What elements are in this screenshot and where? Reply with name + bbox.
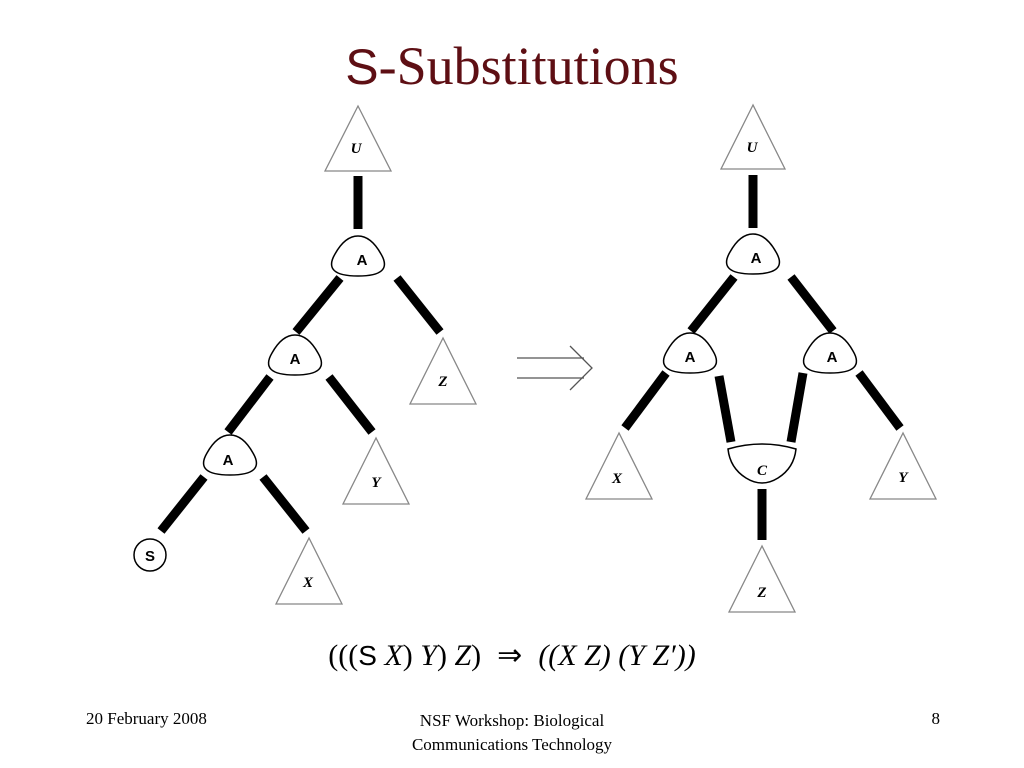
right-triangle-y-label: Y: [898, 470, 909, 486]
right-node-a3: [802, 332, 858, 374]
footer-venue-line1: NSF Workshop: Biological: [419, 711, 605, 730]
footer-venue-line2: Communications Technology: [411, 735, 613, 754]
left-edge-a3-s: [157, 474, 208, 534]
left-node-a1: [330, 235, 386, 277]
right-edge-a3-c: [786, 372, 808, 443]
right-node-a3-label: A: [827, 349, 838, 366]
right-triangle-y: [868, 431, 938, 500]
right-node-a2: [662, 332, 718, 374]
left-triangle-z: [408, 336, 478, 405]
slide-title: S-Substitutions: [0, 34, 1024, 99]
left-node-a1-label: A: [357, 252, 368, 269]
left-edge-a1-z: [393, 275, 444, 335]
formula-lhs-x: X: [376, 639, 403, 672]
left-triangle-x-label: X: [302, 575, 314, 591]
left-edge-a2-y: [325, 374, 376, 435]
left-edge-a1-a2: [292, 275, 344, 335]
right-node-c: [727, 443, 797, 484]
left-node-s: [133, 538, 167, 572]
left-triangle-z-label: Z: [437, 374, 447, 390]
right-triangle-u-label: U: [747, 140, 759, 156]
right-triangle-x: [584, 431, 654, 500]
right-edge-a2-x: [621, 370, 670, 431]
left-tree: U Z Y X A A A S: [133, 104, 478, 605]
footer-page-number: 8: [931, 709, 941, 728]
right-node-a2-label: A: [685, 349, 696, 366]
left-triangle-y-label: Y: [371, 475, 382, 491]
formula-lhs-paren-2: ): [436, 639, 455, 672]
left-triangle-u-label: U: [351, 141, 363, 157]
right-node-a1: [725, 233, 781, 275]
left-node-a2: [267, 334, 323, 376]
left-node-s-label: S: [145, 548, 155, 565]
right-triangle-z-label: Z: [756, 585, 766, 601]
footer-venue: NSF Workshop: Biological Communications …: [362, 709, 662, 757]
left-triangle-x: [274, 536, 344, 605]
left-node-a3: [202, 434, 258, 476]
footer-date: 20 February 2008: [86, 709, 207, 728]
right-triangle-z: [727, 544, 797, 613]
formula-lhs-close: ): [471, 639, 482, 672]
title-text: -Substitutions: [378, 36, 679, 96]
formula-s-symbol: S: [358, 640, 377, 671]
left-triangle-u: [323, 104, 393, 172]
left-edge-a2-a3: [224, 374, 274, 435]
right-tree: U X Y Z A A A C: [584, 103, 938, 613]
title-s-symbol: S: [345, 39, 379, 95]
formula-implies: ⇒: [497, 639, 523, 672]
formula-lhs-y: Y: [420, 639, 437, 672]
left-triangle-y: [341, 436, 411, 505]
left-node-a2-label: A: [290, 351, 301, 368]
formula-lhs-paren-1: ): [402, 639, 421, 672]
right-edge-a3-y: [855, 370, 904, 431]
right-edge-a1-a2: [687, 274, 738, 334]
substitution-formula: (((S X) Y) Z) ⇒ ((X Z) (Y Z′)): [0, 636, 1024, 676]
right-triangle-u: [719, 103, 787, 170]
right-triangle-x-label: X: [611, 471, 623, 487]
right-node-c-label: C: [757, 463, 768, 479]
left-node-a3-label: A: [223, 452, 234, 469]
formula-lhs-z: Z: [454, 639, 472, 672]
formula-rhs: ((X Z) (Y Z′)): [538, 639, 696, 672]
right-node-a1-label: A: [751, 250, 762, 267]
formula-lhs-open: (((: [328, 639, 359, 672]
right-edge-a1-a3: [787, 274, 837, 334]
implies-arrow: [517, 345, 593, 391]
left-edge-a3-x: [259, 474, 310, 534]
right-edge-a2-c: [714, 375, 736, 443]
